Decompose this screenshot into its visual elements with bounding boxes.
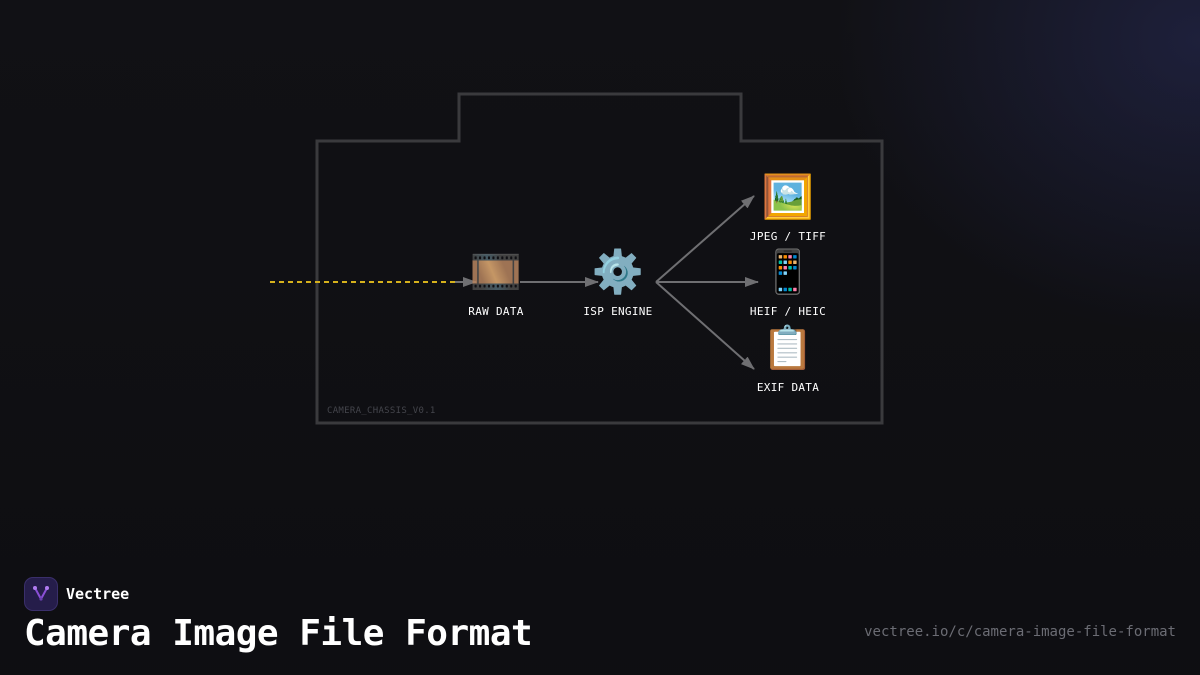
film-frames-icon: 🎞️: [469, 247, 523, 296]
heif-heic-label: HEIF / HEIC: [749, 305, 827, 318]
camera-chassis-outline: [315, 92, 884, 425]
jpeg-tiff-label: JPEG / TIFF: [749, 230, 827, 243]
chassis-version-label: CAMERA_CHASSIS_V0.1: [327, 406, 436, 416]
page-url[interactable]: vectree.io/c/camera-image-file-format: [864, 624, 1176, 640]
brand[interactable]: Vectree: [24, 577, 129, 611]
isp-to-exif-arrow: [655, 281, 755, 370]
isp-engine-label: ISP ENGINE: [583, 305, 653, 318]
raw-data-label: RAW DATA: [468, 305, 524, 318]
gear-icon: ⚙️: [591, 247, 645, 296]
exif-data-label: EXIF DATA: [756, 381, 820, 394]
vectree-logo-icon: [24, 577, 58, 611]
clipboard-icon: 📋: [761, 323, 815, 372]
mobile-phone-icon: 📱: [761, 247, 815, 296]
page-title: Camera Image File Format: [24, 613, 533, 654]
brand-name: Vectree: [66, 585, 130, 603]
framed-picture-icon: 🖼️: [761, 172, 815, 221]
isp-to-jpeg-arrow: [655, 195, 755, 283]
